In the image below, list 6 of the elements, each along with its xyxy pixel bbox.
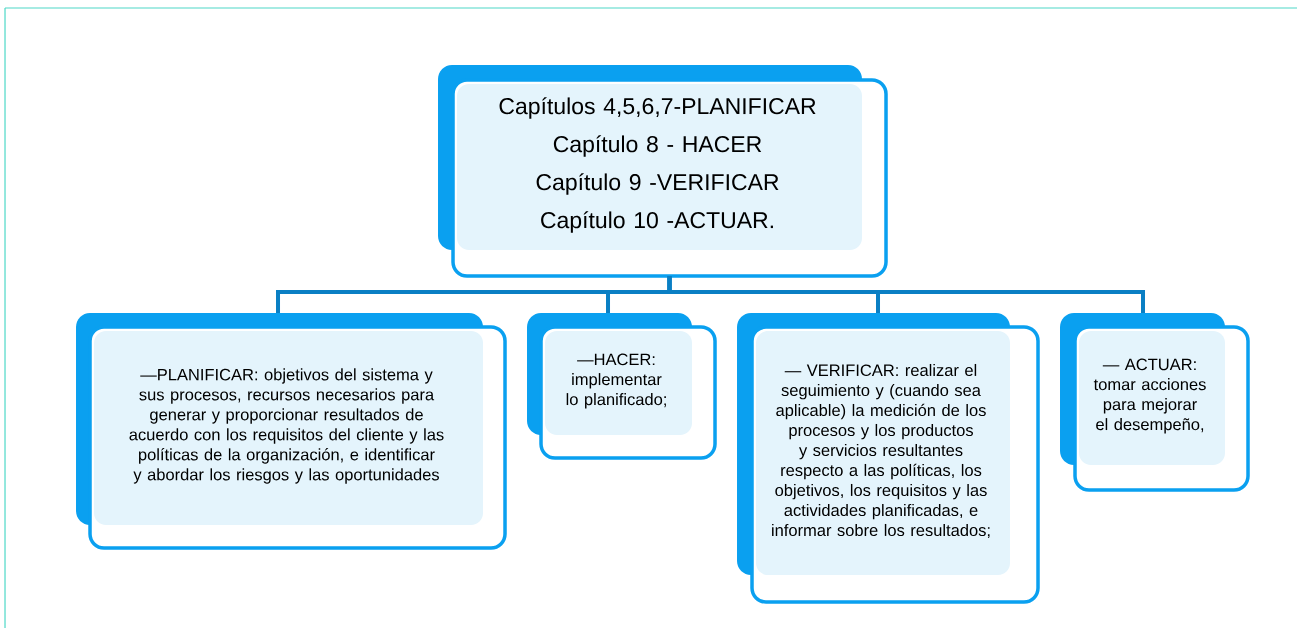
text-card: — VERIFICAR: realizar el seguimiento y (cuando sea aplicable) la medición de los procesos y los productos y servicios resultantes respecto a las políticas, los objetivos, los requisitos y las actividades planificadas, e informar sobre los resultados;: [737, 313, 1040, 604]
text-card: Capítulos 4,5,6,7-PLANIFICAR Capítulo 8 - HACER Capítulo 9 -VERIFICAR Capítulo 10 -ACTUAR.: [438, 65, 888, 278]
text-card: —PLANIFICAR: objetivos del sistema y sus procesos, recursos necesarios para generar y proporcionar resultados de acuerdo con los requisitos del cliente y las políticas de la organización, e identificar y abordar los riesgos y las oportunidades: [76, 313, 507, 550]
text-card: —HACER: implementar lo planificado;: [527, 313, 717, 460]
connector-line: [667, 276, 1145, 313]
text-card: — ACTUAR: tomar acciones para mejorar el desempeño,: [1060, 313, 1250, 492]
